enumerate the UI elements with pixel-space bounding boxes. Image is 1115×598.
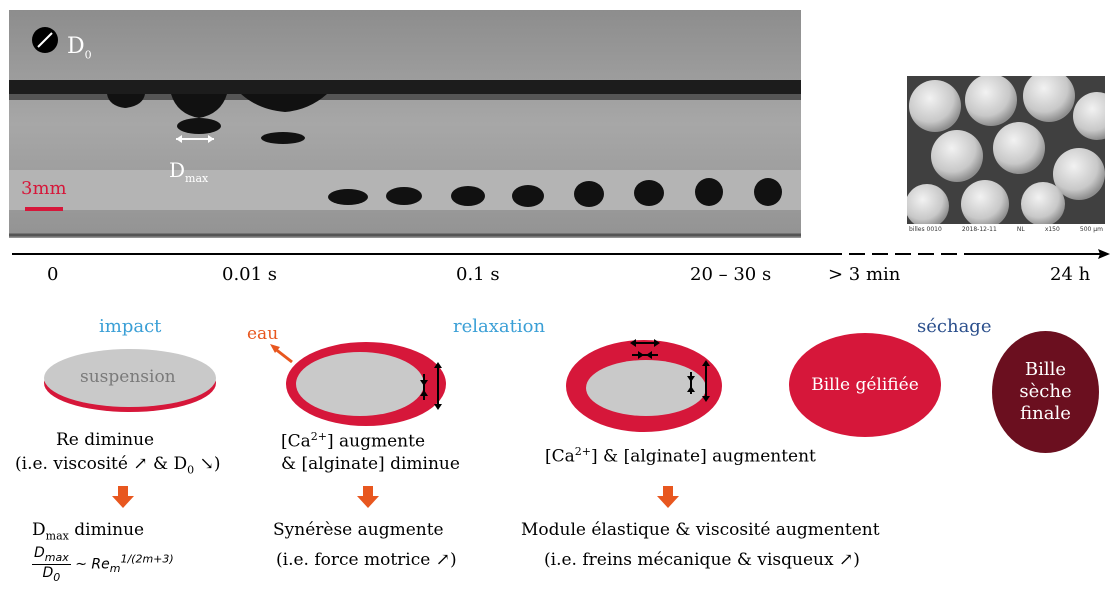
phase-impact: impact — [99, 316, 162, 337]
s3-result2-text: (i.e. freins mécanique & visqueux — [544, 550, 834, 570]
phase-relaxation: relaxation — [453, 316, 546, 337]
down-arrow-icon — [112, 486, 134, 508]
d0-text: D — [67, 34, 85, 59]
increase-arrow-icon: ↗ — [435, 550, 450, 570]
image-strip-drawing — [9, 27, 801, 237]
sem-footer-item: x150 — [1044, 226, 1060, 233]
formula-den: D — [42, 564, 54, 581]
sem-micrograph: billes 0010 2018-12-11 NL x150 500 µm — [907, 76, 1105, 236]
s1-line2-text: ) — [213, 454, 221, 474]
s2-result2-text: (i.e. force motrice — [276, 550, 431, 570]
eau-label: eau — [247, 324, 279, 344]
s2-result2: (i.e. force motrice ↗) — [276, 550, 457, 570]
tick-label: 0 — [47, 264, 59, 285]
sem-footer-item: billes 0010 — [909, 226, 942, 233]
scaling-formula: Dmax D0 ~ Rem1/(2m+3) — [32, 545, 174, 584]
bille-gelifiee-label: Bille gélifiée — [811, 375, 919, 395]
s1-result-tail: diminue — [68, 520, 145, 540]
s3-result: Module élastique & viscosité augmentent — [521, 520, 880, 540]
dmax-label: Dmax — [169, 158, 208, 185]
tick-label: > 3 min — [828, 264, 901, 285]
increase-arrow-icon: ↗ — [839, 550, 854, 570]
bille-seche-line2: sèche — [1019, 381, 1072, 402]
formula-den-sub: 0 — [53, 570, 61, 584]
sem-footer: billes 0010 2018-12-11 NL x150 500 µm — [909, 224, 1103, 236]
s2-result2-text: ) — [449, 550, 457, 570]
suspension-disc — [44, 349, 216, 412]
dmax-text: D — [169, 158, 186, 182]
bille-seche-disc: Bille sèche finale — [992, 331, 1099, 453]
scale-label: 3mm — [21, 178, 67, 199]
timeline-axis — [12, 249, 1110, 259]
s3-line1-sup: 2+ — [574, 445, 591, 458]
s2-line1-text: [Ca — [281, 431, 311, 452]
formula-rhs-sub: m — [109, 562, 121, 576]
s3-result2: (i.e. freins mécanique & visqueux ↗) — [544, 550, 860, 570]
s2-line1: [Ca2+] augmente — [281, 430, 425, 452]
s2-result: Synérèse augmente — [273, 520, 444, 540]
formula-rhs: ~ Re — [75, 556, 110, 573]
s2-line1-text: ] augmente — [327, 431, 426, 452]
s3-line1-text: ] & [alginate] augmentent — [591, 446, 816, 467]
s1-line2-text: & D — [152, 454, 188, 474]
s1-line1: Re diminue — [56, 430, 155, 450]
s3-line1: [Ca2+] & [alginate] augmentent — [545, 445, 816, 467]
tick-label: 0.1 s — [456, 264, 500, 285]
s1-line2-text: (i.e. viscosité — [15, 454, 128, 474]
phase-sechage: séchage — [917, 316, 992, 337]
s3-line1-text: [Ca — [545, 446, 575, 467]
down-arrow-icon — [357, 486, 379, 508]
sem-footer-item: 2018-12-11 — [961, 226, 997, 233]
bille-seche-line1: Bille — [1024, 359, 1067, 380]
d0-label: D0 — [67, 34, 92, 61]
tick-label: 0.01 s — [222, 264, 278, 285]
sem-footer-item: NL — [1016, 226, 1025, 233]
formula-exponent: 1/(2m+3) — [120, 552, 174, 566]
s1-result-text: D — [32, 520, 46, 540]
tick-label: 24 h — [1050, 264, 1091, 285]
bille-seche-line3: finale — [1020, 403, 1071, 424]
s3-result2-text: ) — [853, 550, 860, 570]
s2-line2: & [alginate] diminue — [281, 454, 460, 474]
sem-beads-drawing — [907, 76, 1105, 236]
increase-arrow-icon: ↗ — [133, 454, 148, 474]
decrease-arrow-icon: ↘ — [199, 454, 214, 474]
dmax-subscript: max — [185, 172, 209, 185]
relaxation-drop-early — [270, 342, 446, 426]
sem-footer-item: 500 µm — [1079, 226, 1103, 233]
high-speed-image-strip: D0 Dmax 3mm — [9, 10, 801, 238]
d0-subscript: 0 — [84, 48, 92, 62]
down-arrow-icon — [657, 486, 679, 508]
s2-line1-sup: 2+ — [310, 430, 327, 443]
s1-result: Dmax diminue — [32, 520, 144, 542]
suspension-label: suspension — [80, 367, 176, 387]
s1-line2: (i.e. viscosité ↗ & D0 ↘) — [15, 454, 221, 477]
formula-num: D — [34, 545, 45, 561]
formula-num-sub: max — [44, 550, 69, 564]
bille-gelifiee-disc: Bille gélifiée — [789, 333, 941, 437]
s1-result-sub: max — [45, 529, 69, 543]
relaxation-drop-late — [566, 339, 722, 432]
tick-label: 20 – 30 s — [690, 264, 772, 285]
